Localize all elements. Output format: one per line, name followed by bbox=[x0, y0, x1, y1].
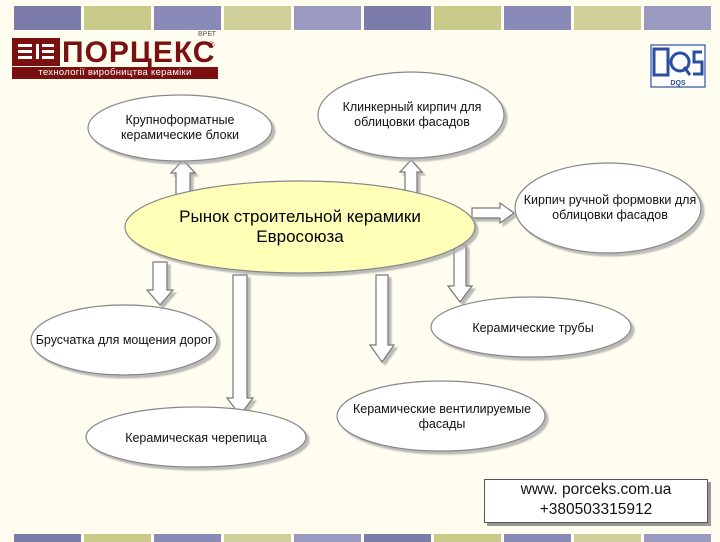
contact-box: www. porceks.com.ua +380503315912 bbox=[484, 479, 708, 523]
node-large-blocks-shape bbox=[87, 94, 273, 162]
arrow-to-ventilated bbox=[368, 274, 396, 364]
node-large-blocks-label: Крупноформатные керамические блоки bbox=[120, 113, 240, 142]
website-link[interactable]: www. porceks.com.ua bbox=[520, 481, 672, 498]
stripe-segment bbox=[84, 6, 151, 30]
logo-mark-icon bbox=[12, 38, 60, 66]
stripe-segment bbox=[14, 6, 81, 30]
stripe-segment bbox=[644, 534, 711, 542]
arrow-to-clinker-brick bbox=[398, 159, 424, 197]
stripe-segment bbox=[434, 534, 501, 542]
stripe-segment bbox=[504, 534, 571, 542]
logo-tagline: технології виробництва кераміки bbox=[12, 67, 218, 79]
stripe-segment bbox=[14, 534, 81, 542]
node-paving-label: Брусчатка для мощения дорог bbox=[35, 332, 213, 347]
node-paving-shape bbox=[30, 304, 218, 376]
stripe-segment bbox=[154, 6, 221, 30]
stripe-segment bbox=[84, 534, 151, 542]
node-handmade-brick-shape bbox=[514, 162, 702, 254]
stripe-segment bbox=[224, 534, 291, 542]
stripe-segment bbox=[154, 534, 221, 542]
node-ventilated-shape bbox=[336, 380, 546, 452]
phone-number: +380503315912 bbox=[539, 501, 653, 518]
stripe-segment bbox=[364, 534, 431, 542]
stripe-segment bbox=[224, 6, 291, 30]
node-ventilated-label: Керамические вентилируемые фасады bbox=[352, 402, 532, 431]
node-center-shape bbox=[124, 180, 476, 274]
node-pipes-shape bbox=[430, 296, 632, 358]
arrow-to-pipes bbox=[446, 244, 474, 303]
node-center-label: Рынок строительной керамики Евросоюза bbox=[179, 207, 421, 246]
node-pipes-label: Керамические трубы bbox=[472, 320, 594, 335]
dqs-logo-text: DQS bbox=[670, 80, 686, 87]
porceks-logo: ПОРЦЕКС ВРБТ ® технології виробництва ке… bbox=[12, 31, 218, 79]
arrow-to-handmade-brick bbox=[471, 201, 516, 225]
stripe-segment bbox=[294, 6, 361, 30]
node-clinker-brick-label: Клинкерный кирпич для облицовки фасадов bbox=[342, 100, 482, 129]
node-handmade-brick-label: Кирпич ручной формовки для облицовки фас… bbox=[523, 193, 697, 222]
logo-registered-mark: ® bbox=[208, 40, 215, 50]
stripe-segment bbox=[574, 534, 641, 542]
node-clinker-brick-shape bbox=[317, 71, 505, 159]
dqs-logo-icon: DQS bbox=[650, 44, 706, 88]
stripe-segment bbox=[364, 6, 431, 30]
stripe-segment bbox=[574, 6, 641, 30]
logo-small-caption: ВРБТ bbox=[198, 31, 216, 38]
top-decorative-stripe bbox=[14, 6, 714, 30]
node-tiles-label: Керамическая черепица bbox=[125, 430, 267, 445]
stripe-segment bbox=[644, 6, 711, 30]
node-tiles-shape bbox=[85, 406, 307, 468]
arrow-to-paving bbox=[145, 261, 175, 306]
bottom-decorative-stripe bbox=[14, 534, 714, 542]
stripe-segment bbox=[504, 6, 571, 30]
arrow-to-tiles bbox=[225, 274, 255, 416]
stripe-segment bbox=[434, 6, 501, 30]
stripe-segment bbox=[294, 534, 361, 542]
logo-brand-text: ПОРЦЕКС bbox=[62, 36, 216, 69]
